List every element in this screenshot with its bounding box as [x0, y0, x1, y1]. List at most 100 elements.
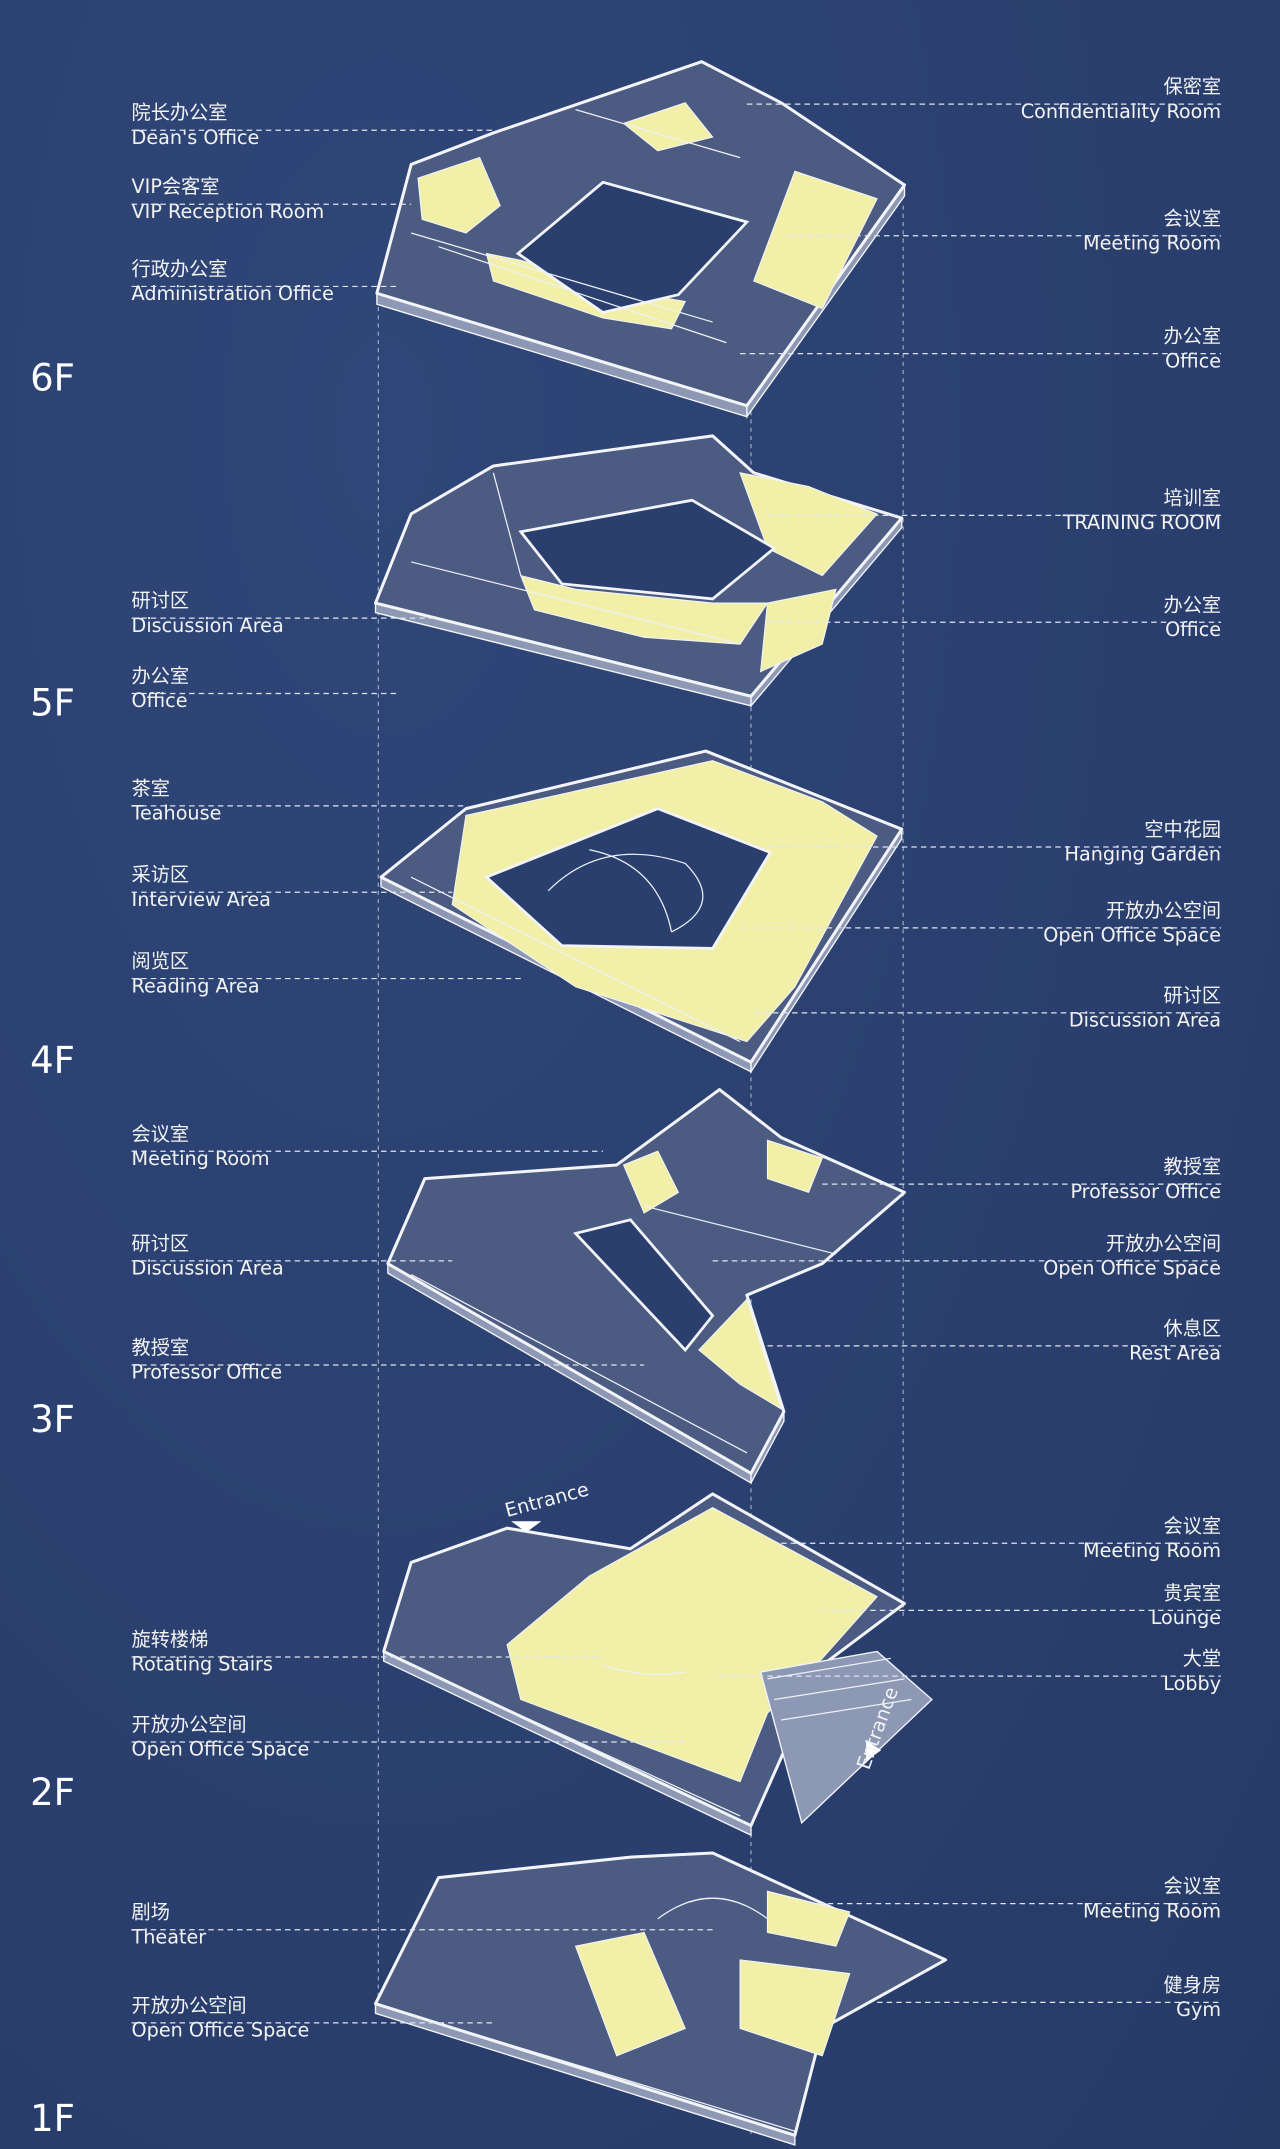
room-name-en: Lobby	[1163, 1672, 1221, 1695]
room-name-en: Discussion Area	[1069, 1009, 1221, 1032]
room-name-cn: 行政办公室	[132, 257, 228, 280]
room-name-en: Discussion Area	[132, 1257, 284, 1280]
room-name-en: Confidentiality Room	[1021, 100, 1221, 123]
room-name-cn: 研讨区	[132, 589, 190, 612]
room-name-en: Hanging Garden	[1065, 843, 1221, 866]
room-name-en: TRAINING ROOM	[1062, 511, 1221, 534]
floor-plate-4f	[379, 749, 904, 1075]
room-name-en: Rest Area	[1129, 1342, 1221, 1365]
room-name-cn: 开放办公空间	[1106, 1232, 1221, 1255]
room-name-cn: 办公室	[132, 665, 190, 688]
room-name-cn: 教授室	[1164, 1155, 1222, 1178]
room-name-en: Interview Area	[132, 888, 271, 911]
room-name-cn: 研讨区	[132, 1232, 190, 1255]
room-name-cn: 空中花园	[1144, 818, 1221, 841]
room-name-cn: 休息区	[1164, 1317, 1222, 1340]
room-name-cn: 茶室	[132, 777, 170, 800]
room-name-en: Office	[132, 689, 188, 712]
room-name-cn: 保密室	[1164, 75, 1222, 98]
room-name-en: Reading Area	[132, 974, 260, 997]
room-name-cn: 大堂	[1183, 1647, 1221, 1670]
entrance-marker-top: Entrance	[502, 1478, 591, 1533]
room-name-en: Open Office Space	[1043, 1257, 1221, 1280]
room-name-en: Rotating Stairs	[132, 1653, 273, 1676]
room-name-en: Office	[1165, 618, 1221, 641]
room-name-cn: VIP会客室	[132, 175, 220, 198]
floor-plate-3f	[386, 1088, 907, 1485]
room-name-en: Dean's Office	[132, 126, 260, 149]
room-name-en: Open Office Space	[132, 1738, 310, 1761]
floor-name-1f: 1F	[30, 2097, 75, 2140]
floor-plate-1f	[373, 1851, 948, 2146]
room-name-en: Open Office Space	[1043, 924, 1221, 947]
room-name-en: Lounge	[1151, 1606, 1221, 1629]
room-name-en: Meeting Room	[132, 1147, 270, 1170]
room-name-cn: 采访区	[132, 863, 190, 886]
room-name-cn: 培训室	[1164, 486, 1222, 509]
room-name-cn: 会议室	[1164, 1875, 1222, 1898]
room-name-cn: 会议室	[1164, 1514, 1222, 1537]
floor-plate-2f	[382, 1492, 933, 1837]
room-name-cn: 开放办公空间	[1106, 899, 1221, 922]
room-name-cn: 阅览区	[132, 950, 190, 973]
room-name-cn: 会议室	[132, 1122, 190, 1145]
room-name-cn: 研讨区	[1164, 984, 1222, 1007]
room-name-en: Administration Office	[132, 282, 334, 305]
entrance-label: Entrance	[502, 1478, 591, 1522]
room-name-en: Gym	[1176, 1998, 1221, 2021]
room-name-en: Office	[1165, 349, 1221, 372]
room-name-cn: 开放办公空间	[132, 1713, 247, 1736]
room-name-en: Theater	[131, 1925, 207, 1948]
floor-name-5f: 5F	[30, 681, 75, 724]
floor-name-3f: 3F	[30, 1398, 75, 1441]
room-name-en: VIP Reception Room	[132, 200, 325, 223]
room-name-en: Open Office Space	[132, 2019, 310, 2042]
room-name-en: Professor Office	[1070, 1180, 1221, 1203]
floor-plate-6f	[375, 60, 907, 419]
room-name-cn: 旋转楼梯	[132, 1628, 209, 1651]
room-name-cn: 办公室	[1164, 325, 1222, 348]
room-name-cn: 会议室	[1164, 207, 1222, 230]
room-name-en: Professor Office	[132, 1361, 283, 1384]
room-name-en: Discussion Area	[132, 614, 284, 637]
room-name-cn: 院长办公室	[132, 101, 228, 124]
room-name-en: Meeting Room	[1083, 1899, 1221, 1922]
floor-plate-5f	[373, 434, 904, 708]
room-name-cn: 开放办公空间	[132, 1994, 247, 2017]
room-name-cn: 健身房	[1164, 1973, 1222, 1996]
floor-name-4f: 4F	[30, 1039, 75, 1082]
room-name-cn: 办公室	[1164, 593, 1222, 616]
room-name-en: Teahouse	[131, 802, 222, 825]
floor-name-6f: 6F	[30, 357, 75, 400]
